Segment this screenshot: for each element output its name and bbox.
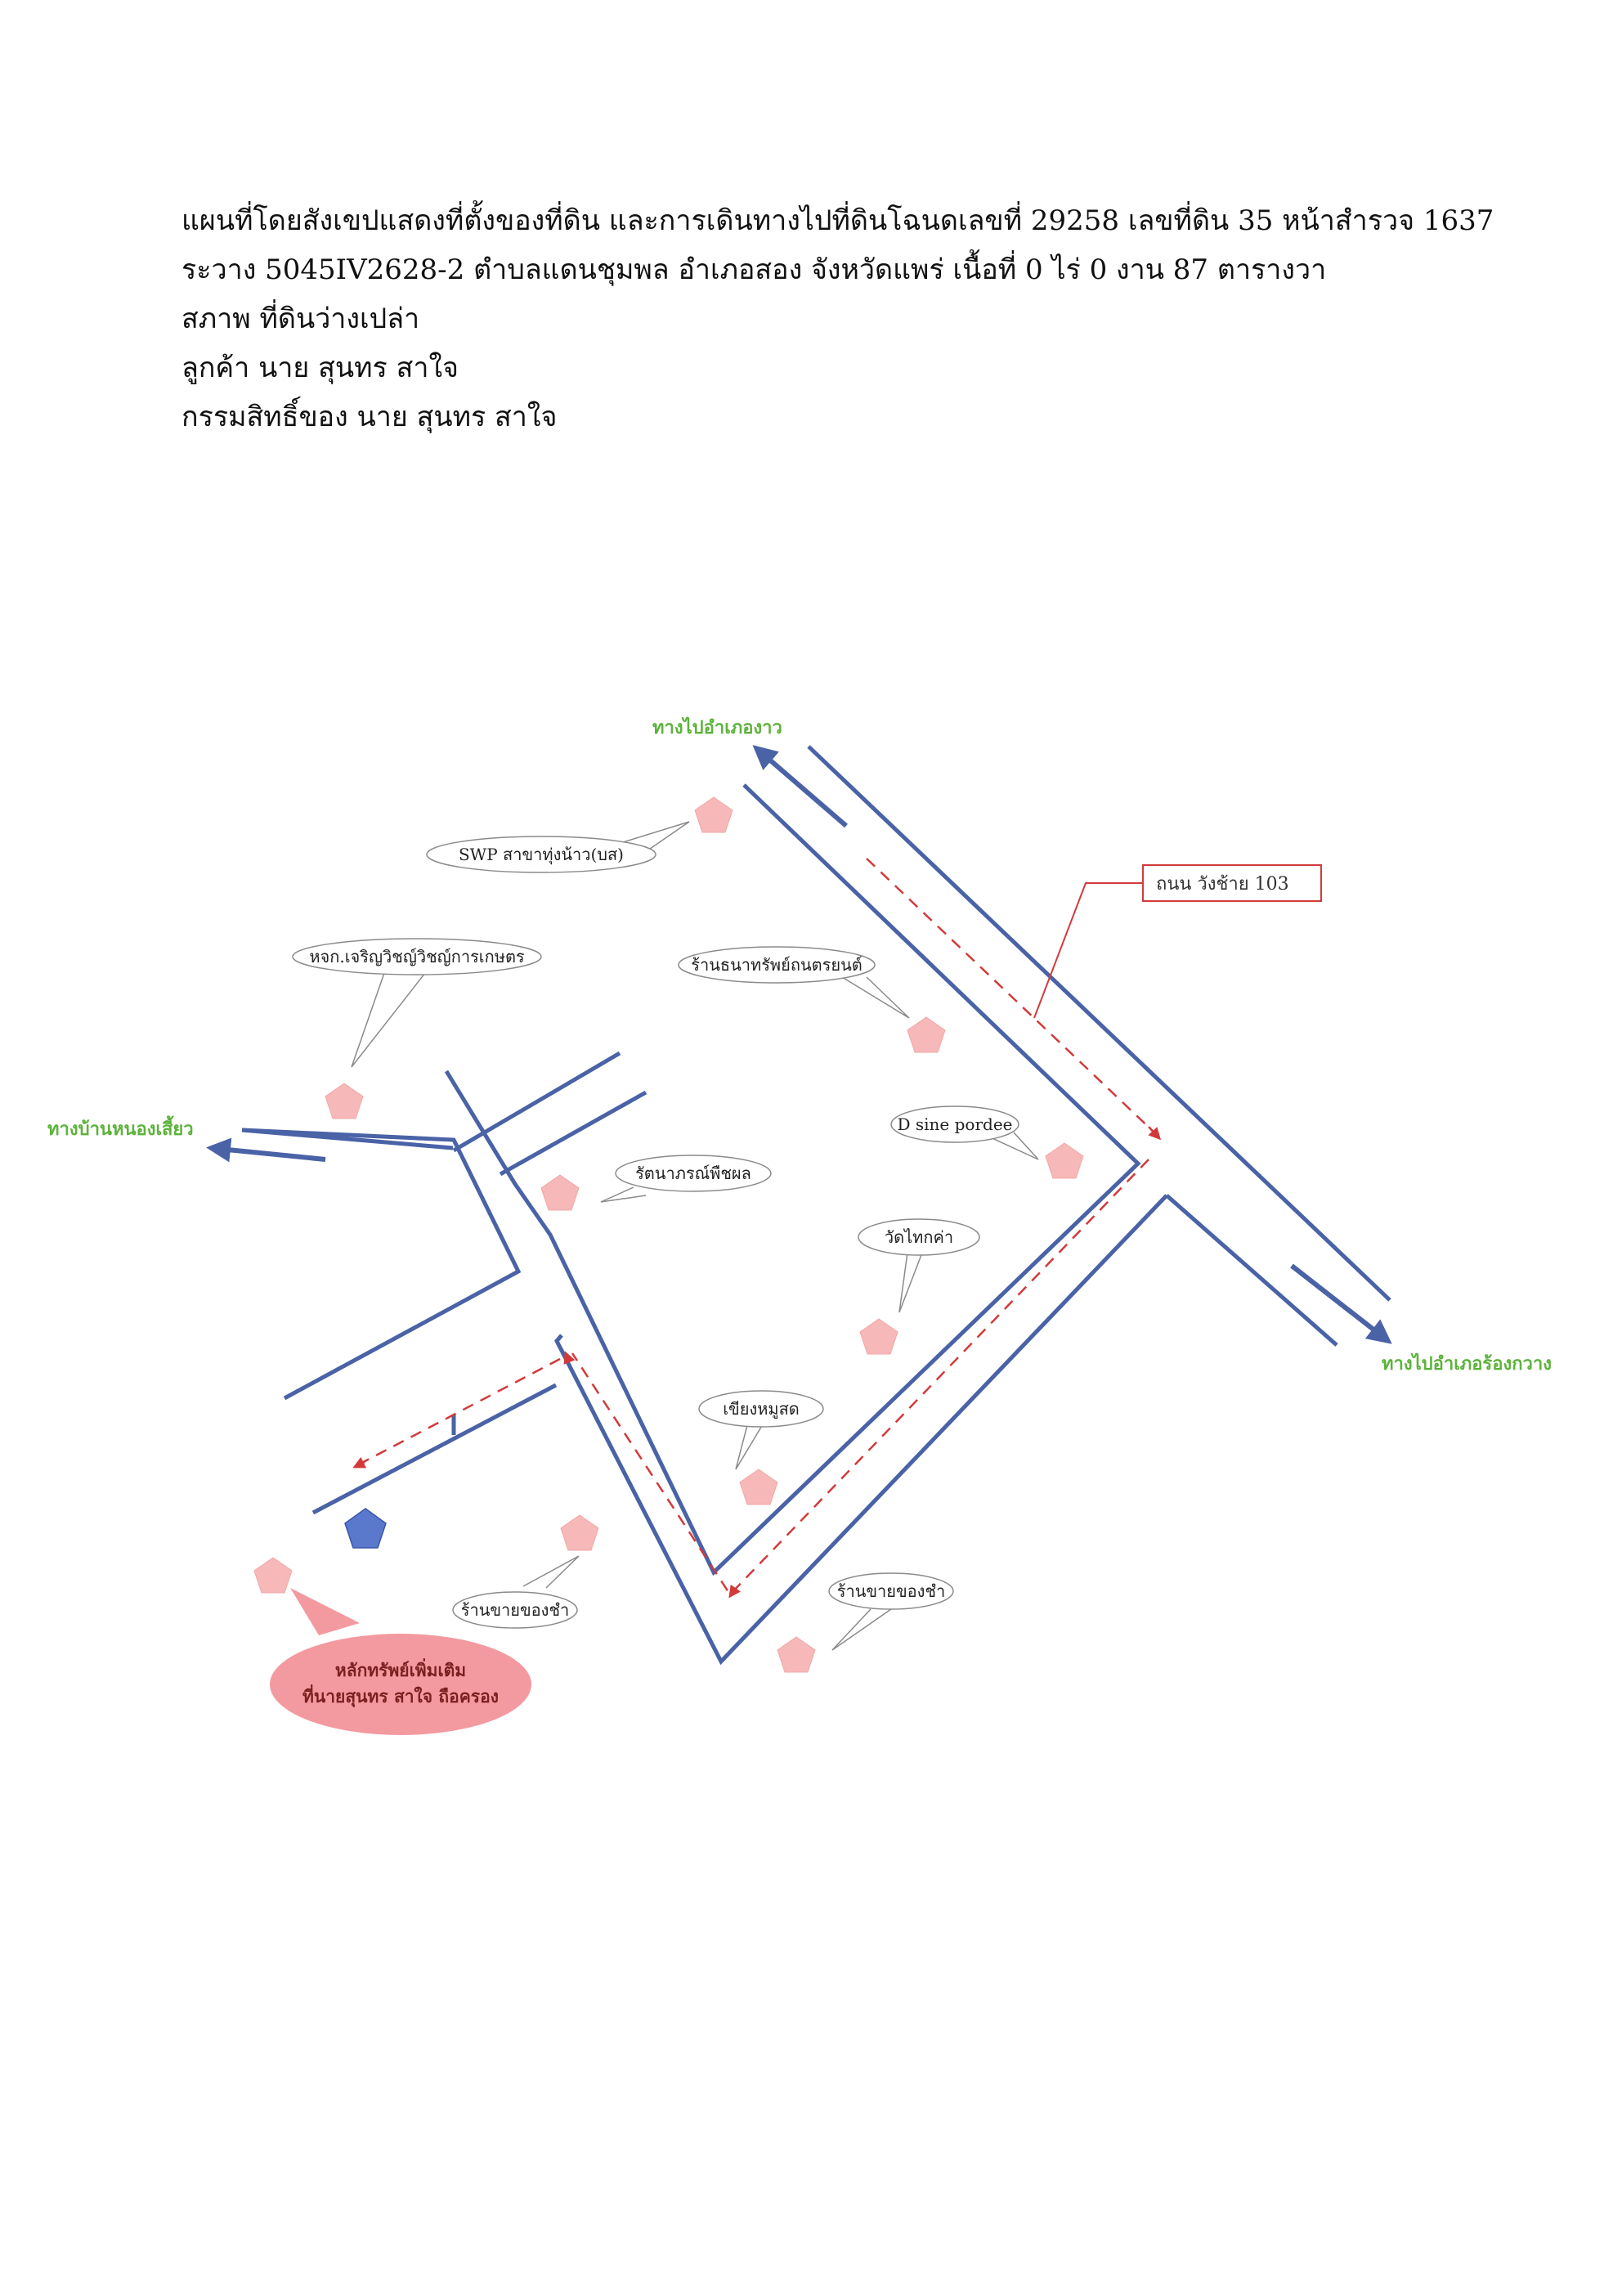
- bubble-ratana: [615, 1155, 772, 1192]
- bubble-grocery-left: [452, 1591, 578, 1629]
- route-segment-3: [355, 1357, 561, 1468]
- header-line-customer: ลูกค้า นาย สุนทร สาใจ: [181, 352, 459, 384]
- direction-label-southeast: ทางไปอำเภอร้องกวาง: [1382, 1352, 1552, 1374]
- marker-collateral: [253, 1557, 293, 1594]
- label-grocery-left: ร้านขายของชำ: [461, 1600, 570, 1620]
- marker-swp: [694, 796, 733, 833]
- header-line-condition: สภาพ ที่ดินว่างเปล่า: [181, 303, 420, 335]
- collateral-callout: หลักทรัพย์เพิ่มเติม ที่นายสุนทร สาใจ ถือ…: [270, 1588, 531, 1735]
- bubble-temple: [858, 1218, 980, 1256]
- bubble-college: [292, 938, 542, 975]
- marker-dsine: [1045, 1142, 1084, 1179]
- tail-dsine: [984, 1132, 1039, 1160]
- route-arrowheads: [352, 1126, 1162, 1599]
- route-segment-2: [571, 1159, 1149, 1596]
- road-west-edge-1: [241, 1128, 522, 1401]
- direction-label-west: ทางบ้านหนองเสี้ยว: [47, 1115, 194, 1140]
- road-label-callout: ถนน วังช้าย 103: [1033, 864, 1322, 1019]
- road-west-edge-2: [241, 1128, 454, 1150]
- route-path: [355, 858, 1158, 1596]
- collateral-bubble: [270, 1634, 531, 1735]
- marker-ratana: [540, 1174, 580, 1211]
- route-arrowhead-4: [352, 1456, 367, 1469]
- bubble-swp: [426, 836, 656, 873]
- roads: [241, 745, 1391, 1666]
- route-arrowhead-2: [728, 1584, 742, 1599]
- label-pork: เขียงหมูสด: [723, 1399, 800, 1419]
- road-west-edge-3: [311, 1383, 558, 1515]
- header-line-location: ระวาง 5045IV2628-2 ตำบลแดนชุมพล อำเภอสอง…: [181, 253, 1327, 286]
- header-text: แผนที่โดยสังเขปแสดงที่ตั้งของที่ดิน และก…: [181, 196, 1522, 442]
- road-main-edge-4: [554, 1194, 1168, 1666]
- marker-grocery-right: [777, 1636, 816, 1673]
- label-swp: SWP สาขาทุ่งน้าว(บส): [459, 845, 624, 865]
- header-line-title: แผนที่โดยสังเขปแสดงที่ตั้งของที่ดิน และก…: [181, 204, 1494, 237]
- route-arrowhead-1: [1148, 1126, 1162, 1141]
- arrow-west: [206, 1137, 326, 1163]
- marker-college: [325, 1083, 364, 1119]
- route-segment-1: [866, 858, 1158, 1136]
- marker-pork: [739, 1469, 778, 1505]
- label-ratana: รัตนาภรณ์พืชผล: [635, 1164, 751, 1183]
- collateral-tail: [290, 1588, 360, 1635]
- direction-label-north: ทางไปอำเภองาว: [652, 716, 782, 738]
- bubble-car-shop: [678, 946, 876, 984]
- bubble-dsine: [890, 1105, 1019, 1143]
- tail-car-shop: [841, 976, 910, 1019]
- road-main-edge-2: [807, 745, 1391, 1302]
- direction-arrows: [206, 745, 1392, 1344]
- label-college: หจก.เจริญวิชญ์วิชญ์การเกษตร: [309, 947, 525, 966]
- marker-car-shop: [907, 1016, 946, 1053]
- road-main-edge-1: [444, 783, 1141, 1576]
- collateral-text-2: ที่นายสุนทร สาใจ ถือครอง: [302, 1684, 499, 1708]
- road-branch-edge-2: [499, 1090, 647, 1177]
- callout-bubbles: [292, 836, 1019, 1629]
- collateral-text-1: หลักทรัพย์เพิ่มเติม: [335, 1657, 466, 1680]
- arrow-north: [752, 745, 848, 828]
- tail-temple: [898, 1252, 923, 1313]
- marker-grocery-left: [560, 1514, 599, 1551]
- marker-temple: [859, 1318, 898, 1355]
- callout-labels: SWP สาขาทุ่งน้าว(บส) หจก.เจริญวิชญ์วิชญ์…: [309, 845, 1012, 1620]
- landmark-markers: [253, 796, 1084, 1673]
- bubble-grocery-right: [828, 1572, 954, 1610]
- tail-grocery-left: [522, 1555, 580, 1589]
- bubble-pork: [698, 1390, 824, 1428]
- road-label-leader: [1033, 882, 1143, 1019]
- road-main-edge-3: [1165, 1194, 1338, 1347]
- route-arrowhead-3: [563, 1351, 576, 1365]
- tail-grocery-right: [831, 1608, 892, 1651]
- road-branch-edge-1: [452, 1051, 621, 1153]
- label-grocery-right: ร้านขายของชำ: [837, 1581, 946, 1601]
- header-line-owner: กรรมสิทธิ์ของ นาย สุนทร สาใจ: [181, 401, 558, 433]
- road-label-text: ถนน วังช้าย 103: [1156, 874, 1289, 895]
- tail-ratana: [600, 1186, 647, 1203]
- subject-property-marker: [344, 1508, 387, 1549]
- label-car-shop: ร้านธนาทรัพย์ถนตรยนต์: [691, 955, 862, 975]
- label-temple: วัดไทกค่า: [885, 1227, 953, 1247]
- tail-college: [351, 972, 426, 1068]
- label-dsine: D sine pordee: [897, 1114, 1012, 1134]
- arrow-southeast: [1290, 1263, 1392, 1344]
